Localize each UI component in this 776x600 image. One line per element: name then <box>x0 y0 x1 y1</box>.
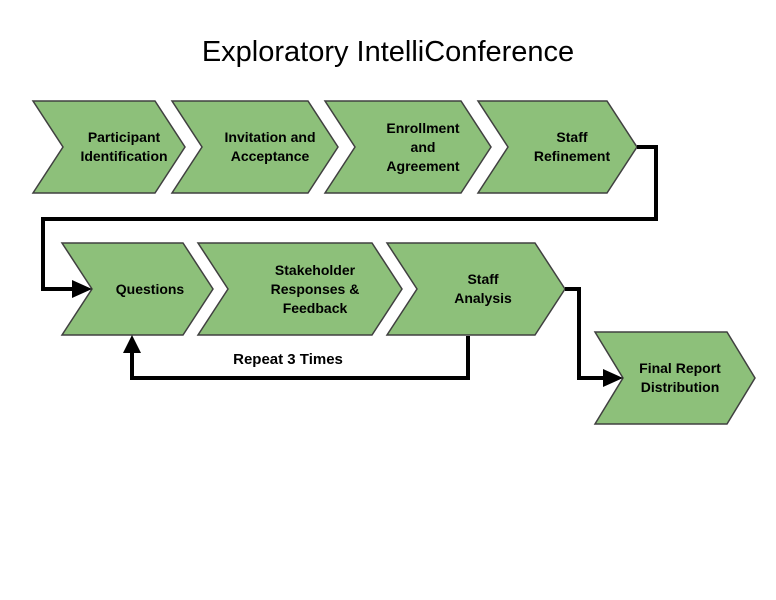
arrowhead-into-questions <box>72 280 92 298</box>
arrowhead-repeat-into-questions <box>123 335 141 353</box>
arrowhead-into-final-report <box>603 369 623 387</box>
node-shapes-group <box>31 100 756 425</box>
node-shape-participant-identification <box>31 100 186 194</box>
node-shape-staff-refinement <box>476 100 638 194</box>
connector-repeat-loop <box>130 336 470 380</box>
connector-analysis-to-final-report <box>565 287 605 380</box>
node-shape-invitation-acceptance <box>170 100 339 194</box>
node-shape-staff-analysis <box>385 242 566 336</box>
connector-refinement-to-questions <box>41 145 658 291</box>
diagram-title: Exploratory IntelliConference <box>201 36 575 68</box>
node-shape-stakeholder-responses-feedback <box>196 242 403 336</box>
node-shape-enrollment-agreement <box>323 100 492 194</box>
repeat-annotation: Repeat 3 Times <box>233 351 343 368</box>
